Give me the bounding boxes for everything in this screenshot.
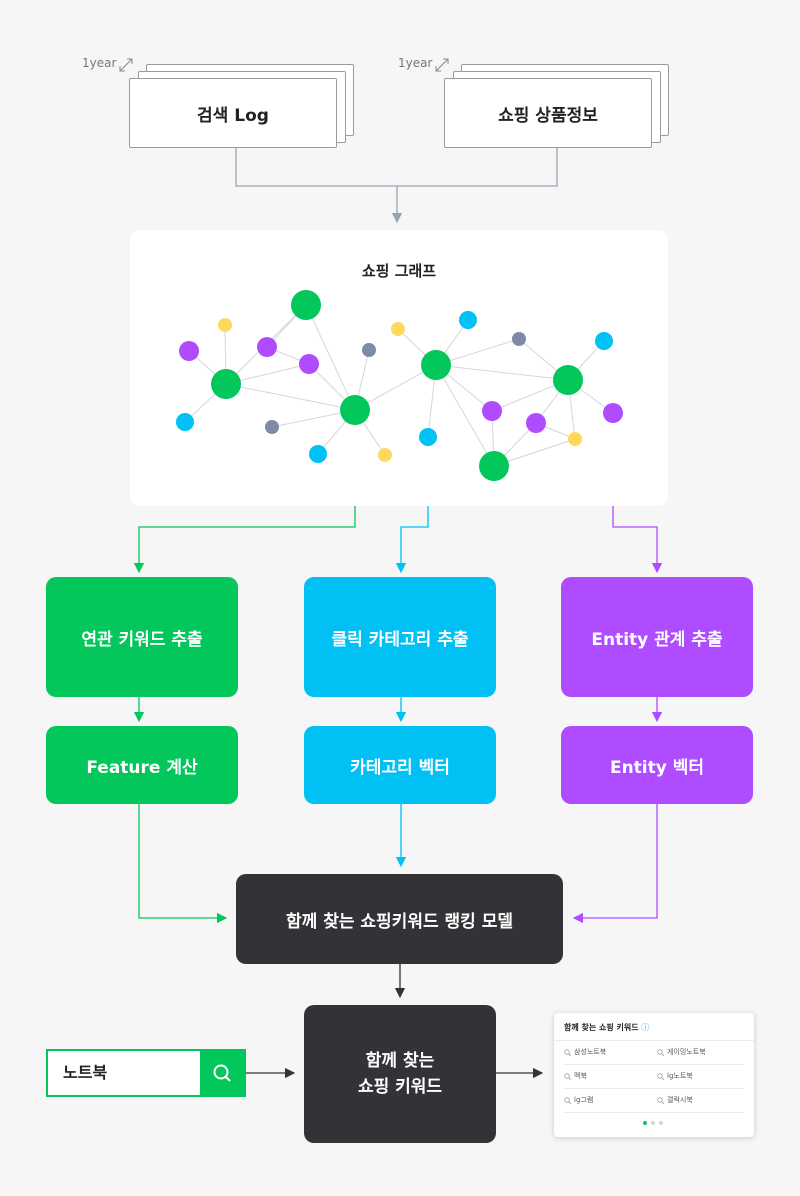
keyword-text: 갤럭시북	[667, 1096, 693, 1104]
graph-node	[179, 341, 199, 361]
graph-node	[595, 332, 613, 350]
search-icon	[657, 1096, 664, 1104]
keyword-item[interactable]: lg노트북	[657, 1071, 693, 1081]
search-log-card: 검색 Log	[129, 78, 337, 148]
output-line2: 쇼핑 키워드	[357, 1077, 443, 1097]
card-title: 함께 찾는 쇼핑 키워드 ⓘ	[564, 1022, 649, 1033]
graph-node	[340, 395, 370, 425]
pagination-dot[interactable]	[659, 1121, 663, 1125]
keyword-item[interactable]: 맥북	[564, 1071, 587, 1081]
search-input[interactable]: 노트북	[63, 1063, 108, 1082]
graph-node	[459, 311, 477, 329]
search-icon	[657, 1048, 664, 1056]
search-button[interactable]	[200, 1051, 244, 1095]
click-category-label: 클릭 카테고리 추출	[331, 629, 469, 650]
graph-node	[421, 350, 451, 380]
shopping-graph-network	[176, 290, 623, 481]
graph-node	[378, 448, 392, 462]
pagination-dot-active[interactable]	[643, 1121, 647, 1125]
output-keyword-box: 함께 찾는 쇼핑 키워드	[304, 1005, 496, 1143]
search-bar[interactable]: 노트북	[46, 1049, 246, 1097]
shopping-info-label: 쇼핑 상품정보	[498, 105, 598, 126]
category-vector-label: 카테고리 벡터	[350, 757, 450, 778]
search-icon	[564, 1096, 571, 1104]
entity-relation-label: Entity 관계 추출	[591, 629, 723, 650]
keyword-item[interactable]: 삼성노트북	[564, 1047, 606, 1057]
related-keywords-card: 함께 찾는 쇼핑 키워드 ⓘ 삼성노트북 게이밍노트북 맥북 lg노트북 lg그…	[554, 1013, 754, 1137]
search-icon	[657, 1072, 664, 1080]
graph-node	[291, 290, 321, 320]
graph-node	[257, 337, 277, 357]
related-keyword-box: 연관 키워드 추출	[46, 577, 238, 697]
search-icon	[213, 1064, 231, 1082]
keyword-item[interactable]: 게이밍노트북	[657, 1047, 706, 1057]
ranking-model-box: 함께 찾는 쇼핑키워드 랭킹 모델	[236, 874, 563, 964]
graph-node	[553, 365, 583, 395]
graph-node	[479, 451, 509, 481]
graph-node	[391, 322, 405, 336]
expand-arrow-icon	[119, 58, 133, 72]
entity-vector-to-model-line	[572, 804, 658, 924]
card-divider	[564, 1064, 744, 1065]
info-icon[interactable]: ⓘ	[641, 1023, 650, 1032]
graph-nodes	[176, 290, 623, 481]
category-vector-box: 카테고리 벡터	[304, 726, 496, 804]
graph-node	[482, 401, 502, 421]
shopping-info-card: 쇼핑 상품정보	[444, 78, 652, 148]
feature-calc-box: Feature 계산	[46, 726, 238, 804]
card-divider	[554, 1040, 754, 1041]
search-icon	[564, 1048, 571, 1056]
card-divider	[564, 1088, 744, 1089]
card-title-text: 함께 찾는 쇼핑 키워드	[564, 1023, 639, 1032]
keyword-text: 게이밍노트북	[667, 1048, 706, 1056]
graph-node	[265, 420, 279, 434]
graph-node	[419, 428, 437, 446]
feature-calc-label: Feature 계산	[86, 757, 198, 778]
graph-node	[362, 343, 376, 357]
graph-node	[211, 369, 241, 399]
graph-node	[512, 332, 526, 346]
keyword-text: 맥북	[574, 1072, 587, 1080]
graph-node	[299, 354, 319, 374]
graph-node	[309, 445, 327, 463]
graph-node	[176, 413, 194, 431]
pagination-dot[interactable]	[651, 1121, 655, 1125]
shopping-info-duration: 1year	[398, 56, 433, 70]
graph-node	[568, 432, 582, 446]
feature-to-model-line	[138, 804, 228, 924]
graph-node	[218, 318, 232, 332]
keyword-text: lg노트북	[667, 1072, 693, 1080]
search-icon	[564, 1072, 571, 1080]
graph-node	[603, 403, 623, 423]
source-merge-line	[235, 147, 558, 218]
keyword-text: lg그램	[574, 1096, 594, 1104]
entity-vector-box: Entity 벡터	[561, 726, 753, 804]
expand-arrow-icon	[435, 58, 449, 72]
search-log-label: 검색 Log	[197, 105, 269, 126]
entity-vector-label: Entity 벡터	[609, 757, 705, 778]
related-keyword-label: 연관 키워드 추출	[81, 629, 203, 650]
entity-relation-box: Entity 관계 추출	[561, 577, 753, 697]
ranking-model-label: 함께 찾는 쇼핑키워드 랭킹 모델	[286, 911, 513, 932]
card-divider	[564, 1112, 744, 1113]
shopping-graph-panel: 쇼핑 그래프	[130, 230, 668, 506]
output-line1: 함께 찾는	[365, 1051, 435, 1071]
click-category-box: 클릭 카테고리 추출	[304, 577, 496, 697]
search-log-duration: 1year	[82, 56, 117, 70]
keyword-item[interactable]: 갤럭시북	[657, 1095, 693, 1105]
shopping-graph-title: 쇼핑 그래프	[361, 262, 437, 280]
keyword-item[interactable]: lg그램	[564, 1095, 593, 1105]
graph-node	[526, 413, 546, 433]
keyword-text: 삼성노트북	[574, 1048, 607, 1056]
